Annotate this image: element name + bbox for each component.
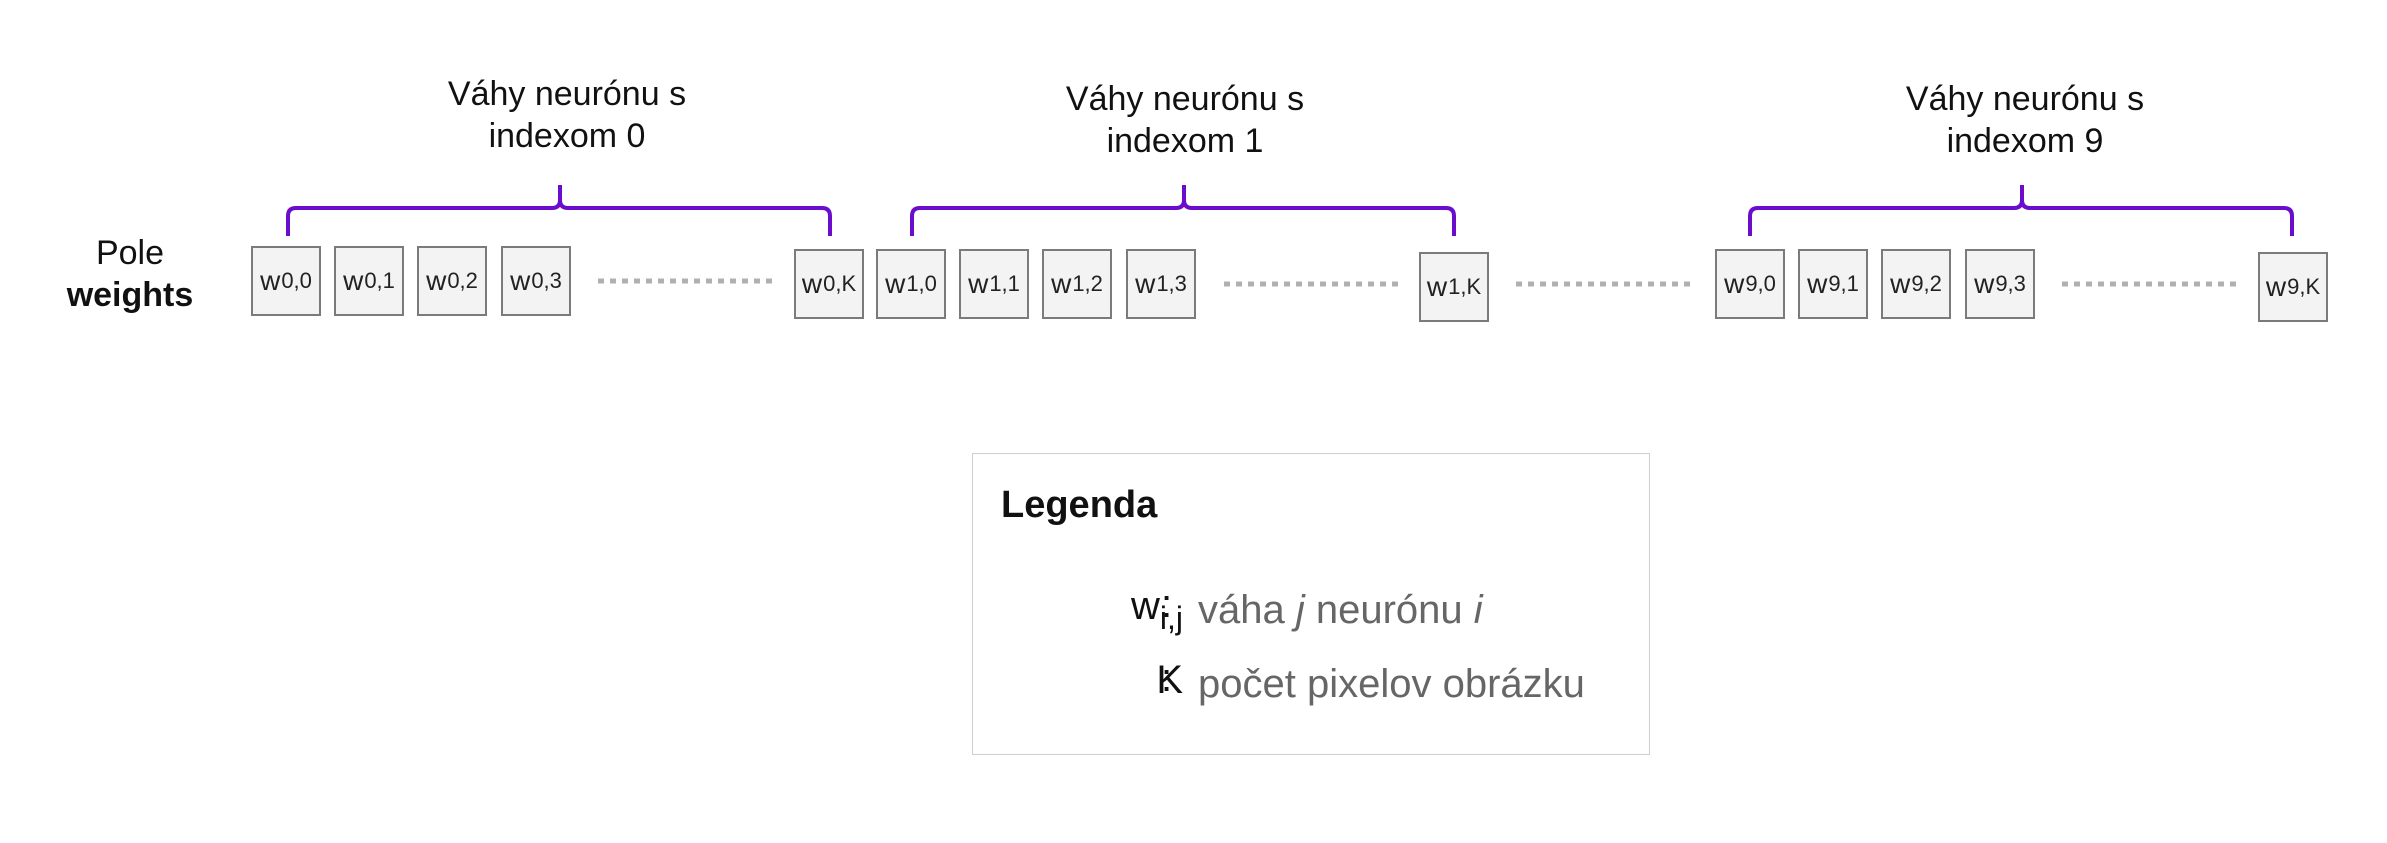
legend-symbol: K xyxy=(1156,658,1183,703)
legend-title: Legenda xyxy=(1001,484,1158,526)
group-label-neuron-0: Váhy neurónu s indexom 0 xyxy=(387,73,747,157)
cell-index: 0,2 xyxy=(447,268,478,293)
cell-index: 0,K xyxy=(823,271,857,296)
cell-symbol: w xyxy=(343,265,364,296)
cell-index: 0,3 xyxy=(531,268,562,293)
cell-symbol: w xyxy=(1724,268,1745,299)
cell-symbol: w xyxy=(1135,268,1156,299)
cell-index: 9,2 xyxy=(1911,271,1942,296)
legend-description: počet pixelov obrázku xyxy=(1198,662,1585,706)
cell-index: 1,2 xyxy=(1072,271,1103,296)
cell-symbol: w xyxy=(968,268,989,299)
legend-symbol-base: K xyxy=(1156,658,1183,702)
legend-box: Legenda wi,j : váha j neurónu i K : poče… xyxy=(972,453,1650,755)
group-label-line2: indexom 9 xyxy=(1946,122,2104,160)
cell-symbol: w xyxy=(260,265,281,296)
group-label-line1: Váhy neurónu s xyxy=(1905,80,2145,118)
cell-symbol: w xyxy=(510,265,531,296)
legend-entry-weight: wi,j : váha j neurónu i xyxy=(973,582,1651,644)
legend-symbol: wi,j xyxy=(1131,584,1183,637)
row-label-line1: Pole xyxy=(95,234,165,272)
cell-index: 0,0 xyxy=(281,268,312,293)
cell-index: 1,3 xyxy=(1156,271,1187,296)
cell-symbol: w xyxy=(2265,271,2287,302)
legend-colon: : xyxy=(1161,656,1173,700)
group-label-line1: Váhy neurónu s xyxy=(447,75,687,113)
cell-symbol: w xyxy=(885,268,906,299)
row-label-weights-array: Pole weights xyxy=(40,232,220,316)
cell-symbol: w xyxy=(1426,271,1448,302)
group-label-line1: Váhy neurónu s xyxy=(1065,80,1305,118)
brace-neuron-0 xyxy=(286,185,832,236)
legend-desc-part: neurónu xyxy=(1304,588,1474,632)
legend-symbol-index: i,j xyxy=(1159,600,1183,636)
legend-desc-part: váha xyxy=(1198,588,1296,632)
legend-colon: : xyxy=(1161,582,1173,626)
cell-index: 1,K xyxy=(1448,274,1482,299)
cell-symbol: w xyxy=(1890,268,1911,299)
group-label-neuron-1: Váhy neurónu s indexom 1 xyxy=(1005,78,1365,162)
cell-symbol: w xyxy=(1051,268,1072,299)
legend-entry-k: K : počet pixelov obrázku xyxy=(973,656,1651,718)
legend-description: váha j neurónu i xyxy=(1198,588,1483,633)
cell-symbol: w xyxy=(1807,268,1828,299)
brace-neuron-1 xyxy=(910,185,1456,236)
legend-symbol-base: w xyxy=(1131,584,1160,628)
row-label-line2: weights xyxy=(66,276,194,314)
legend-desc-var-j: j xyxy=(1295,588,1305,632)
group-label-line2: indexom 0 xyxy=(488,117,646,155)
cell-index: 9,3 xyxy=(1995,271,2026,296)
cell-index: 9,0 xyxy=(1745,271,1776,296)
group-label-neuron-9: Váhy neurónu s indexom 9 xyxy=(1845,78,2205,162)
cell-symbol: w xyxy=(1974,268,1995,299)
cell-symbol: w xyxy=(426,265,447,296)
cell-index: 1,1 xyxy=(989,271,1020,296)
cell-index: 9,K xyxy=(2287,274,2321,299)
cell-index: 9,1 xyxy=(1828,271,1859,296)
cell-index: 1,0 xyxy=(906,271,937,296)
cell-symbol: w xyxy=(801,268,823,299)
brace-neuron-9 xyxy=(1748,185,2294,236)
legend-desc-var-i: i xyxy=(1473,588,1483,632)
cell-index: 0,1 xyxy=(364,268,395,293)
group-label-line2: indexom 1 xyxy=(1106,122,1264,160)
